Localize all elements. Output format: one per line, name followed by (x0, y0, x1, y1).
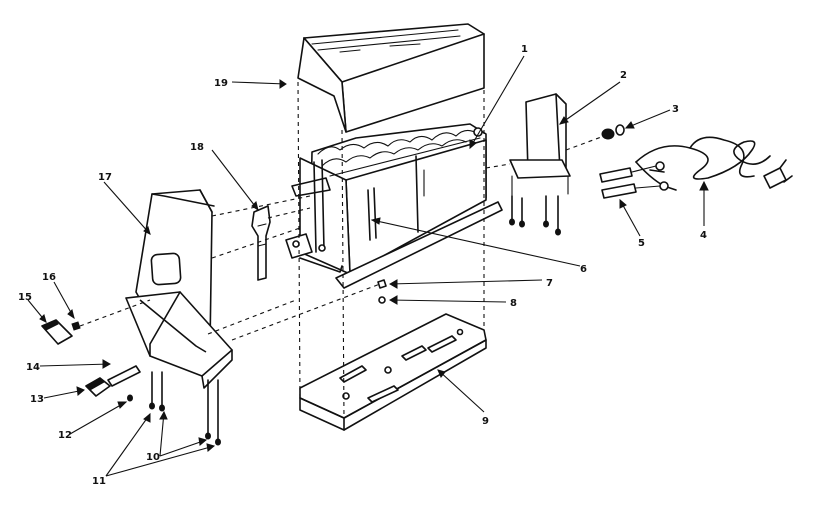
callout-16: 16 (42, 272, 56, 283)
callout-19: 19 (214, 78, 228, 89)
leader-lines (27, 55, 709, 477)
part-5-terminal-connectors (599, 161, 669, 199)
callout-6: 6 (580, 264, 587, 275)
callout-15: 15 (18, 292, 32, 303)
callout-2: 2 (620, 70, 627, 81)
part-17-left-end-panel (125, 189, 233, 389)
callout-5: 5 (638, 238, 645, 249)
part-16-small-tab (71, 321, 81, 331)
callout-7: 7 (546, 278, 553, 289)
callout-1: 1 (521, 44, 528, 55)
part-18-lever-bracket (251, 205, 271, 281)
part-2-screws (509, 195, 561, 236)
callout-10: 10 (146, 452, 160, 463)
callout-9: 9 (482, 416, 489, 427)
parts-7-8-nut-washer (377, 279, 387, 304)
callout-labels: 1 2 3 4 5 6 7 8 9 10 11 12 13 14 15 16 1… (18, 44, 707, 487)
callout-17: 17 (98, 172, 112, 183)
part-14-control-shaft (107, 365, 141, 387)
callout-18: 18 (190, 142, 204, 153)
callout-12: 12 (58, 430, 72, 441)
part-2-right-end-panel (509, 93, 571, 197)
callout-4: 4 (700, 230, 707, 241)
assembly-dashed-lines (79, 81, 605, 421)
part-1-toaster-chassis (285, 123, 503, 289)
part-19-top-cover (297, 23, 485, 133)
parts-10-11-screws (149, 371, 221, 446)
part-13-lever-knob (85, 377, 111, 397)
part-9-base-plate (299, 313, 487, 431)
part-12-screw (127, 394, 133, 402)
callout-3: 3 (672, 104, 679, 115)
callout-13: 13 (30, 394, 44, 405)
callout-8: 8 (510, 298, 517, 309)
part-15-knob (41, 319, 73, 345)
callout-14: 14 (26, 362, 40, 373)
callout-11: 11 (92, 476, 106, 487)
part-3-strain-relief (601, 124, 625, 140)
